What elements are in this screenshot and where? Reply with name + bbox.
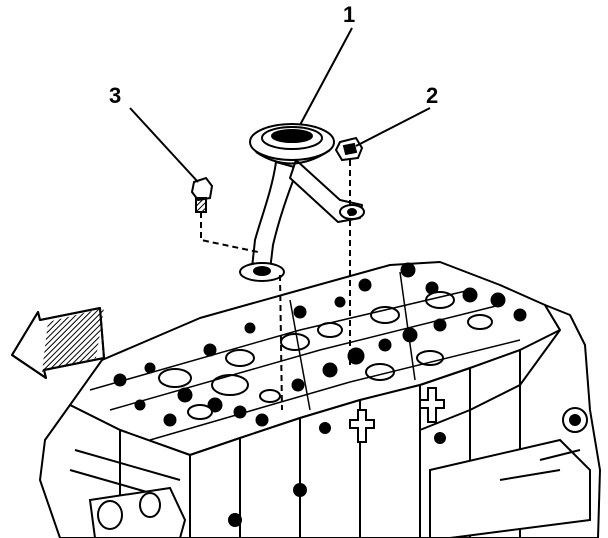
lower-housing xyxy=(88,407,591,538)
deck-lines xyxy=(89,271,521,441)
leader-lines xyxy=(129,27,431,183)
callout-3: 3 xyxy=(109,83,122,108)
deck-bolts xyxy=(113,262,527,427)
deck-bosses xyxy=(158,291,493,420)
cross-mark-right xyxy=(419,387,445,423)
assembly-lines xyxy=(200,160,351,411)
nut xyxy=(334,136,364,162)
oil-tube-assembly xyxy=(239,123,365,282)
front-direction-arrow xyxy=(11,307,105,379)
bolt xyxy=(190,176,214,213)
callout-1: 1 xyxy=(343,2,356,27)
callout-2: 2 xyxy=(426,83,439,108)
cross-mark-left xyxy=(349,409,375,443)
block-ribs xyxy=(69,350,521,538)
